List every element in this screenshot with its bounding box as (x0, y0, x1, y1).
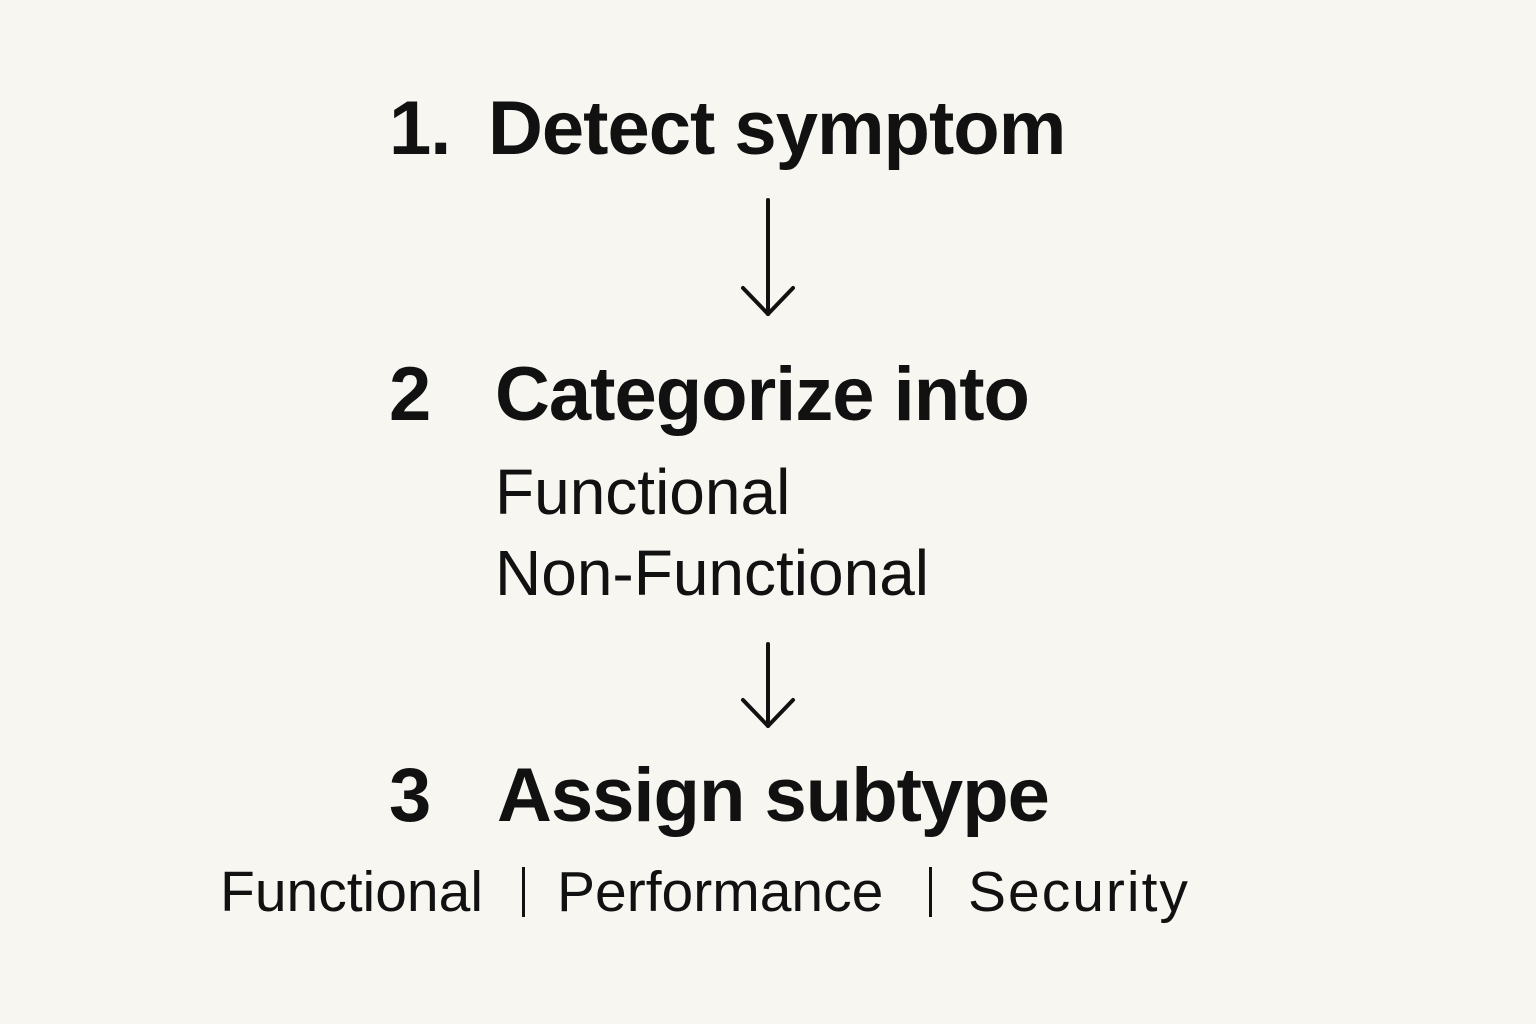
category-item-functional: Functional (495, 456, 791, 528)
step-3-title: Assign subtype (497, 753, 1050, 838)
step-2-number: 2 (389, 352, 431, 437)
subtype-option-functional: Functional (220, 860, 483, 924)
arrow-down-icon (741, 642, 795, 728)
step-1-number: 1. (389, 86, 451, 171)
category-item-non-functional: Non-Functional (495, 537, 929, 609)
subtype-separator (929, 867, 932, 917)
step-2-title: Categorize into (495, 352, 1030, 437)
arrow-down-icon (741, 198, 795, 316)
subtype-separator (522, 867, 525, 917)
step-3-number: 3 (389, 753, 431, 838)
subtype-option-security: Security (968, 860, 1190, 924)
step-1-title: Detect symptom (488, 86, 1066, 171)
subtype-option-performance: Performance (557, 860, 884, 924)
